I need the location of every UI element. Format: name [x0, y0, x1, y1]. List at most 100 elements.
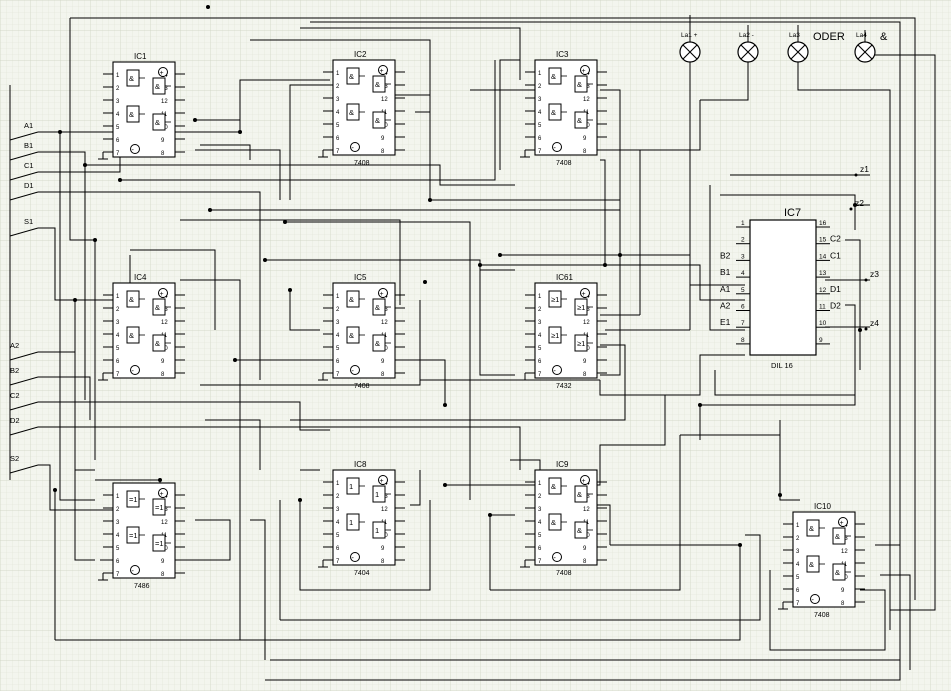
ground-symbol — [98, 152, 108, 160]
gate-symbol: 1 — [375, 490, 379, 499]
vcc-icon — [580, 65, 590, 75]
ic-name: IC4 — [134, 273, 147, 282]
pin-number: 9 — [161, 559, 165, 565]
gate-symbol: & — [129, 110, 134, 119]
input-switch-c1[interactable]: C1 — [9, 161, 44, 181]
input-switch-c2[interactable]: C2 — [9, 391, 44, 411]
pin-number: 7 — [116, 372, 120, 378]
vcc-icon — [378, 65, 388, 75]
ic7-pin-label: D2 — [830, 301, 841, 311]
lamp-icon: La4& — [854, 31, 888, 63]
pin-number: 4 — [538, 110, 542, 116]
plus-icon: + — [582, 68, 586, 75]
gate-symbol: & — [375, 116, 380, 125]
input-switch-d2[interactable]: D2 — [9, 416, 44, 436]
ic-type: 7486 — [134, 583, 150, 590]
pin-number: 6 — [116, 138, 120, 144]
input-switch-d1[interactable]: D1 — [9, 181, 44, 201]
output-terminal-z3: z3 — [864, 269, 879, 282]
plus-icon: + — [840, 520, 844, 527]
pin-number: 2 — [336, 494, 340, 500]
ground-symbol — [520, 373, 530, 381]
gate-symbol: & — [577, 490, 582, 499]
pin-number: 4 — [336, 333, 340, 339]
minus-icon: - — [554, 555, 557, 562]
ic-5: IC574081234567141312111098&&&&+- — [318, 273, 405, 390]
gate-symbol: & — [809, 524, 814, 533]
vcc-icon — [838, 517, 848, 527]
pin-number: 3 — [538, 320, 542, 326]
pin-number: 4 — [538, 333, 542, 339]
pin-number: 1 — [336, 294, 340, 300]
minus-icon: - — [352, 368, 355, 375]
pin-number: 6 — [336, 546, 340, 552]
pin-number: 8 — [381, 559, 385, 565]
gate-symbol: & — [375, 80, 380, 89]
pin-number: 7 — [538, 149, 542, 155]
ic7-pin-number: 13 — [819, 270, 827, 277]
pin-number: 3 — [336, 97, 340, 103]
input-label: A2 — [10, 341, 19, 350]
lamp-icon: La1 + — [679, 32, 701, 63]
gate-symbol: & — [155, 303, 160, 312]
pin-number: 3 — [538, 97, 542, 103]
pin-number: 6 — [116, 559, 120, 565]
pin-number: 12 — [161, 520, 168, 526]
pin-number: 9 — [161, 138, 165, 144]
ic-1: IC11234567141312111098&&&&+- — [98, 52, 185, 160]
output-terminal-z1: z1 — [854, 164, 869, 177]
ic7-pin-number: 12 — [819, 287, 827, 294]
input-switch-a2[interactable]: A2 — [9, 341, 44, 361]
input-label: D2 — [10, 416, 20, 425]
pin-number: 2 — [538, 494, 542, 500]
pin-number: 1 — [116, 294, 120, 300]
gate-symbol: & — [577, 526, 582, 535]
ic-type: 7404 — [354, 570, 370, 577]
input-switch-b2[interactable]: B2 — [9, 366, 44, 386]
output-terminal-z4: z4 — [864, 318, 879, 331]
pin-number: 7 — [538, 372, 542, 378]
pin-number: 12 — [583, 97, 590, 103]
pin-number: 4 — [116, 533, 120, 539]
pin-number: 1 — [538, 71, 542, 77]
lamp-icon: La2 - — [737, 32, 759, 63]
ic7-pin-number: 11 — [819, 304, 826, 311]
input-switch-s2[interactable]: S2 — [9, 454, 44, 474]
pin-number: 7 — [538, 559, 542, 565]
pin-number: 5 — [116, 346, 120, 352]
gate-symbol: & — [551, 108, 556, 117]
input-switch-s1[interactable]: S1 — [9, 217, 44, 237]
lamp-label: La3 — [789, 32, 800, 39]
ground-symbol — [318, 560, 328, 568]
ic7-pin-number: 6 — [741, 304, 745, 311]
input-switch-b1[interactable]: B1 — [9, 141, 44, 161]
lamp-group-label: & — [880, 31, 888, 43]
gate-symbol: & — [129, 74, 134, 83]
pin-number: 2 — [336, 84, 340, 90]
input-switch-a1[interactable]: A1 — [9, 121, 44, 141]
minus-icon: - — [352, 555, 355, 562]
ic-name: IC1 — [134, 52, 147, 61]
ic7-pin-label: D1 — [830, 284, 841, 294]
output-label: z1 — [860, 164, 869, 174]
vcc-icon — [580, 288, 590, 298]
gate-symbol: ≥1 — [577, 303, 585, 312]
plus-icon: + — [582, 478, 586, 485]
pin-number: 9 — [583, 546, 587, 552]
pin-number: 8 — [841, 601, 845, 607]
pin-number: 9 — [381, 136, 385, 142]
pin-number: 1 — [538, 481, 542, 487]
pin-number: 2 — [796, 536, 800, 542]
input-label: C2 — [10, 391, 20, 400]
ic7-pin-number: 15 — [819, 237, 827, 244]
pin-number: 4 — [796, 562, 800, 568]
gate-symbol: =1 — [155, 539, 164, 548]
pin-number: 9 — [161, 359, 165, 365]
pin-number: 2 — [116, 86, 120, 92]
pin-number: 7 — [796, 601, 800, 607]
gnd-icon — [130, 365, 140, 375]
pin-number: 12 — [583, 507, 590, 513]
ic-9: IC974081234567141312111098&&&&+- — [520, 460, 607, 577]
gate-symbol: 1 — [349, 518, 353, 527]
